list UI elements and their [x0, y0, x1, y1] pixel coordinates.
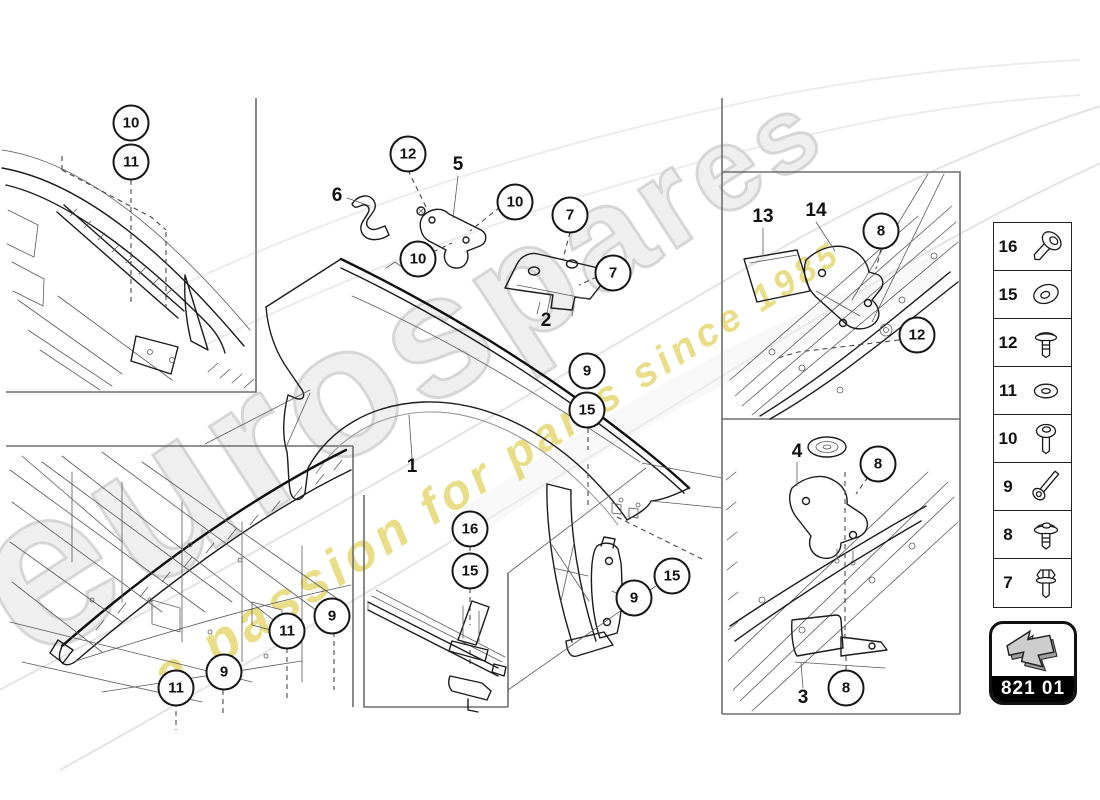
legend-number: 8: [1003, 524, 1013, 544]
callout-9[interactable]: 9: [568, 352, 606, 390]
view-bottom-left-chassis: [9, 448, 352, 730]
legend-row-12[interactable]: 12: [994, 319, 1071, 367]
sheet-number: 821 01: [992, 676, 1074, 702]
view-right-top-mounting: [729, 173, 959, 420]
callout-7[interactable]: 7: [594, 254, 632, 292]
legend-row-11[interactable]: 11: [994, 367, 1071, 415]
callout-11[interactable]: 11: [112, 143, 150, 181]
legend-number: 16: [998, 236, 1018, 256]
callout-9[interactable]: 9: [205, 653, 243, 691]
view-sill-inset: [367, 467, 657, 713]
callout-15[interactable]: 15: [451, 552, 489, 590]
callout-10[interactable]: 10: [399, 240, 437, 278]
fastener-legend: 16 15 12 11 10 9 8 7: [993, 222, 1072, 608]
part-label-2: 2: [540, 310, 552, 331]
screw-pan-icon: [1022, 417, 1071, 461]
screw-pan-torx-angled-icon: [1022, 225, 1071, 269]
legend-number: 12: [998, 332, 1018, 352]
legend-number: 11: [999, 380, 1017, 400]
view-top-left-body-section: [1, 149, 255, 391]
part-label-6: 6: [331, 185, 343, 206]
callout-8[interactable]: 8: [827, 669, 865, 707]
bracket-assembly-top: [346, 169, 605, 317]
legend-row-16[interactable]: 16: [994, 223, 1071, 271]
part-label-4: 4: [791, 441, 803, 462]
part-label-5: 5: [452, 154, 464, 175]
legend-row-9[interactable]: 9: [994, 463, 1071, 511]
fender-lower-pillar-and-bracket: [546, 483, 623, 658]
callout-9[interactable]: 9: [615, 579, 653, 617]
callout-7[interactable]: 7: [551, 196, 589, 234]
callout-16[interactable]: 16: [451, 510, 489, 548]
screw-flange-wide-icon: [1022, 513, 1071, 557]
part-label-13: 13: [752, 206, 774, 227]
legend-number: 15: [998, 284, 1018, 304]
legend-number: 10: [998, 428, 1018, 448]
part-label-14: 14: [805, 200, 827, 221]
callout-9[interactable]: 9: [313, 597, 351, 635]
bolt-hex-icon: [1022, 561, 1071, 605]
bolt-long-angled-icon: [1022, 465, 1071, 509]
callout-15[interactable]: 15: [653, 557, 691, 595]
main-fender-drawing: [204, 257, 723, 668]
screw-flange-icon: [1022, 321, 1071, 365]
legend-row-8[interactable]: 8: [994, 511, 1071, 559]
washer-angled-icon: [1022, 273, 1071, 317]
legend-row-15[interactable]: 15: [994, 271, 1071, 319]
callout-8[interactable]: 8: [862, 212, 900, 250]
legend-row-7[interactable]: 7: [994, 559, 1071, 607]
sheet-number-badge: 821 01: [989, 621, 1077, 705]
view-frame-borders: [6, 98, 961, 715]
callout-11[interactable]: 11: [268, 612, 306, 650]
legend-number: 7: [1003, 573, 1013, 592]
callout-10[interactable]: 10: [496, 183, 534, 221]
part-label-3: 3: [797, 687, 809, 708]
arrow-up-left-icon: [1006, 629, 1058, 672]
legend-row-10[interactable]: 10: [994, 415, 1071, 463]
callout-11[interactable]: 11: [157, 669, 195, 707]
legend-number: 9: [1003, 476, 1013, 496]
callout-12[interactable]: 12: [389, 135, 427, 173]
callout-12[interactable]: 12: [898, 316, 936, 354]
callout-8[interactable]: 8: [859, 445, 897, 483]
washer-flat-icon: [1022, 369, 1071, 413]
callout-10[interactable]: 10: [112, 104, 150, 142]
callout-15[interactable]: 15: [568, 391, 606, 429]
view-right-bottom-mounting: [725, 436, 959, 712]
part-label-1: 1: [406, 456, 418, 477]
